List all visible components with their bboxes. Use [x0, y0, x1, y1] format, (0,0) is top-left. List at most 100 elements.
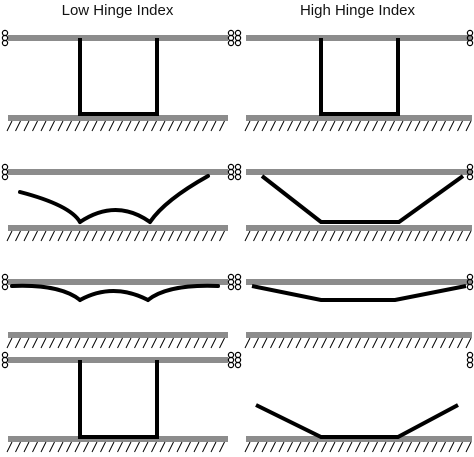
roller — [234, 283, 242, 291]
ground-hatch — [389, 441, 395, 453]
ground-hatch — [117, 230, 123, 242]
ground-hatch — [23, 230, 30, 242]
ground-hatch — [74, 441, 81, 453]
ground-hatch — [108, 441, 115, 453]
ground-hatch — [397, 441, 404, 453]
ground-hatch — [83, 230, 89, 242]
panel-low-2 — [1, 163, 235, 242]
ground-hatch — [142, 120, 149, 132]
ground-hatch — [465, 337, 472, 349]
roller-support — [234, 351, 242, 369]
top-plate — [246, 279, 472, 285]
ground-hatch — [295, 120, 302, 132]
ground-hatch — [440, 441, 446, 453]
ground-hatch — [312, 230, 319, 242]
roller-support — [227, 29, 235, 47]
ground-hatch — [414, 230, 421, 242]
ground-hatch — [176, 120, 183, 132]
ground-hatch — [91, 441, 98, 453]
ground-hatch — [414, 120, 421, 132]
ground-hatch — [219, 230, 225, 242]
ground-hatch — [193, 337, 200, 349]
frame-low-1 — [78, 38, 159, 116]
ground-hatch — [134, 337, 140, 349]
roller — [466, 283, 474, 291]
ground-hatch — [261, 441, 268, 453]
ground-hatch — [40, 120, 47, 132]
ground-surface — [8, 115, 228, 121]
ground-hatch — [108, 120, 115, 132]
frame-low-3-right-arm — [146, 283, 220, 302]
ground-hatch — [295, 337, 302, 349]
low-hinge-index-title: Low Hinge Index — [61, 2, 174, 19]
ground-hatch — [134, 230, 140, 242]
ground-hatch — [287, 120, 293, 132]
ground-hatch — [414, 441, 421, 453]
ground-hatch — [210, 441, 217, 453]
ground-hatch — [431, 337, 438, 349]
ground-hatch — [202, 337, 208, 349]
ground-hatch — [380, 120, 387, 132]
ground-hatch — [117, 441, 123, 453]
ground-hatch — [457, 441, 463, 453]
roller-support — [466, 273, 474, 291]
ground-hatch — [423, 441, 429, 453]
ground-hatch — [431, 441, 438, 453]
ground-base — [244, 115, 472, 132]
ground-hatch — [244, 230, 251, 242]
ground-base — [6, 225, 228, 242]
ground-hatch — [185, 120, 191, 132]
frame-low-3-arch — [78, 289, 150, 302]
ground-hatch — [57, 441, 64, 453]
ground-hatch — [176, 441, 183, 453]
ground-hatch — [168, 441, 174, 453]
ground-hatch — [83, 337, 89, 349]
roller-support — [1, 273, 9, 291]
ground-hatch — [372, 337, 378, 349]
ground-hatch — [423, 120, 429, 132]
top-plate — [8, 279, 228, 285]
ground-hatch — [176, 337, 183, 349]
ground-hatch — [168, 337, 174, 349]
frame-high-4 — [255, 403, 459, 439]
ground-hatch — [210, 230, 217, 242]
ground-hatch — [49, 120, 55, 132]
ground-hatch — [202, 441, 208, 453]
ground-hatch — [363, 337, 370, 349]
ground-hatch — [32, 337, 38, 349]
ground-hatch — [91, 230, 98, 242]
ground-hatch — [270, 337, 276, 349]
ground-hatch — [57, 120, 64, 132]
ground-hatch — [83, 120, 89, 132]
ground-hatch — [406, 337, 412, 349]
ground-hatch — [66, 120, 72, 132]
ground-hatch — [193, 230, 200, 242]
ground-hatch — [159, 441, 166, 453]
ground-hatch — [142, 337, 149, 349]
roller — [227, 283, 235, 291]
ground-hatch — [244, 120, 251, 132]
ground-hatch — [338, 230, 344, 242]
ground-hatch — [66, 337, 72, 349]
ground-hatch — [49, 230, 55, 242]
ground-hatch — [312, 337, 319, 349]
roller — [1, 283, 9, 291]
ground-hatch — [219, 441, 225, 453]
roller-support — [1, 351, 9, 369]
ground-hatch — [312, 120, 319, 132]
ground-hatch — [389, 120, 395, 132]
ground-hatch — [261, 230, 268, 242]
roller — [234, 361, 242, 369]
roller-support — [227, 273, 235, 291]
panel-high-3 — [234, 273, 474, 349]
ground-hatch — [321, 120, 327, 132]
ground-hatch — [448, 441, 455, 453]
ground-hatch — [329, 441, 336, 453]
ground-hatch — [15, 120, 21, 132]
ground-hatch — [270, 120, 276, 132]
ground-hatch — [355, 441, 361, 453]
ground-hatch — [329, 337, 336, 349]
ground-hatch — [372, 441, 378, 453]
ground-hatch — [100, 120, 106, 132]
